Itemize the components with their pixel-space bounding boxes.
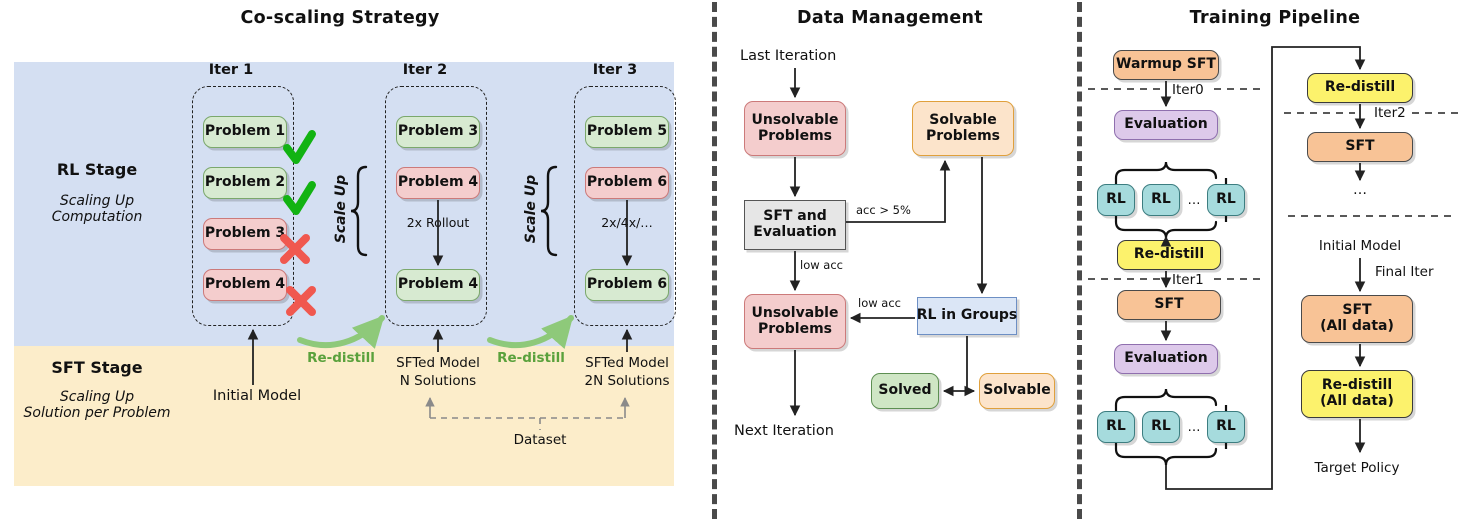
iter3-scale-up-label: Scale Up: [523, 174, 539, 244]
node-evaluation-2[interactable]: Evaluation: [1114, 344, 1218, 374]
iter3-rollout-label: 2x/4x/…: [601, 215, 653, 230]
initial-model-label: Initial Model: [1318, 238, 1402, 254]
rl-stage-band: [14, 62, 674, 346]
stage-name-sft: SFT Stage: [51, 358, 143, 377]
node-unsolvable-problems-top[interactable]: Unsolvable Problems: [744, 101, 846, 156]
iter2-problem-2[interactable]: Problem 4: [396, 167, 480, 199]
node-rl-1-b[interactable]: RL: [1142, 184, 1180, 216]
sft-stage-band: [14, 346, 674, 486]
node-label-line2: Problems: [925, 127, 1001, 144]
panel-divider-1: [712, 2, 717, 519]
node-rl-1-a[interactable]: RL: [1097, 184, 1135, 216]
iter3-caption-line1: SFTed Model: [585, 355, 669, 371]
node-rl-2-b[interactable]: RL: [1142, 411, 1180, 443]
final-iter-label: Final Iter: [1375, 264, 1434, 280]
node-label-line1: Unsolvable: [751, 111, 839, 128]
right-column-ellipsis: …: [1353, 182, 1367, 198]
iter2-rollout-label: 2x Rollout: [406, 215, 470, 230]
node-sft-1[interactable]: SFT: [1117, 290, 1221, 320]
node-evaluation-1[interactable]: Evaluation: [1114, 110, 1218, 140]
edge-label-low-acc-1: low acc: [800, 258, 843, 272]
fanin-bracket-1: [1114, 220, 1218, 239]
node-solved[interactable]: Solved: [871, 373, 939, 409]
target-policy-label: Target Policy: [1314, 460, 1400, 476]
rl-row-1-ellipsis: …: [1187, 193, 1201, 208]
iter2-caption-line1: SFTed Model: [396, 355, 480, 371]
node-rl-2-c[interactable]: RL: [1207, 411, 1245, 443]
stage-label-rl: RL Stage Scaling Up Computation: [22, 160, 172, 225]
node-re-distill-2[interactable]: Re-distill: [1307, 73, 1413, 103]
stage-sub1-sft: Scaling Up: [59, 389, 135, 405]
node-label-line2: (All data): [1320, 393, 1394, 409]
edge-label-acc-gt: acc > 5%: [856, 203, 911, 217]
iter2-scale-up-label: Scale Up: [333, 174, 349, 244]
iter2-caption-line2: N Solutions: [399, 373, 477, 389]
node-label-line2: Problems: [757, 320, 833, 337]
iter2-label: Iter2: [1374, 105, 1406, 121]
node-re-distill-1[interactable]: Re-distill: [1117, 240, 1221, 270]
iter3-problem-2[interactable]: Problem 6: [585, 167, 669, 199]
node-label-line1: Solvable: [929, 111, 997, 128]
node-warmup-sft[interactable]: Warmup SFT: [1113, 50, 1219, 80]
iter1-problem-3[interactable]: Problem 3: [203, 218, 287, 250]
iter0-label: Iter0: [1172, 82, 1204, 98]
node-label-line2: Problems: [757, 127, 833, 144]
rl-row-2-ellipsis: …: [1187, 420, 1201, 435]
iter1-problem-1[interactable]: Problem 1: [203, 116, 287, 148]
panel-title-training-pipeline: Training Pipeline: [1189, 8, 1361, 28]
node-label-line2: Evaluation: [753, 224, 837, 240]
edge-label-low-acc-2: low acc: [858, 296, 901, 310]
iter1-label: Iter1: [1172, 272, 1204, 288]
node-sft-and-evaluation[interactable]: SFT and Evaluation: [744, 200, 846, 250]
panel-title-data-management: Data Management: [797, 8, 983, 28]
iter2-problem-1[interactable]: Problem 3: [396, 116, 480, 148]
node-label-line1: Unsolvable: [751, 304, 839, 321]
stage-sub2-sft: Solution per Problem: [23, 405, 171, 421]
panel-title-coscaling: Co-scaling Strategy: [240, 8, 440, 28]
fanin-bracket-2: [1114, 447, 1218, 466]
node-label-line1: Re-distill: [1321, 377, 1393, 394]
node-solvable-small[interactable]: Solvable: [979, 373, 1055, 409]
dataset-label: Dataset: [513, 432, 567, 448]
node-solvable-problems[interactable]: Solvable Problems: [912, 101, 1014, 156]
node-rl-in-groups[interactable]: RL in Groups: [917, 297, 1017, 335]
iter3-group: [574, 86, 676, 326]
redistill-label-1: Re-distill: [307, 350, 375, 366]
node-label-line1: SFT and: [763, 208, 827, 225]
node-rl-2-a[interactable]: RL: [1097, 411, 1135, 443]
node-label-line1: SFT: [1342, 302, 1372, 319]
iter3-problem-3[interactable]: Problem 6: [585, 269, 669, 301]
node-sft-2[interactable]: SFT: [1307, 132, 1413, 162]
redistill-label-2: Re-distill: [497, 350, 565, 366]
node-re-distill-all-data[interactable]: Re-distill (All data): [1301, 370, 1413, 418]
iter2-problem-3[interactable]: Problem 4: [396, 269, 480, 301]
iter1-problem-4[interactable]: Problem 4: [203, 269, 287, 301]
iter2-header: Iter 2: [402, 62, 448, 78]
iter3-header: Iter 3: [592, 62, 638, 78]
stage-sub1-rl: Scaling Up: [59, 193, 135, 209]
stage-sub2-rl: Computation: [51, 209, 143, 225]
panel-divider-2: [1077, 2, 1082, 519]
iter1-caption: Initial Model: [212, 388, 302, 404]
iter1-problem-2[interactable]: Problem 2: [203, 167, 287, 199]
stage-name-rl: RL Stage: [56, 160, 138, 179]
node-label-line2: (All data): [1320, 318, 1394, 334]
node-rl-1-c[interactable]: RL: [1207, 184, 1245, 216]
next-iteration-label: Next Iteration: [734, 423, 834, 439]
iter3-problem-1[interactable]: Problem 5: [585, 116, 669, 148]
fanout-bracket-2: [1114, 388, 1218, 407]
iter1-header: Iter 1: [208, 62, 254, 78]
stage-label-sft: SFT Stage Scaling Up Solution per Proble…: [6, 358, 188, 421]
iter2-group: [385, 86, 487, 326]
fanout-bracket-1: [1114, 161, 1218, 180]
iter3-caption-line2: 2N Solutions: [584, 373, 670, 389]
node-sft-all-data[interactable]: SFT (All data): [1301, 295, 1413, 343]
last-iteration-label: Last Iteration: [740, 48, 837, 64]
node-unsolvable-problems-bottom[interactable]: Unsolvable Problems: [744, 294, 846, 349]
